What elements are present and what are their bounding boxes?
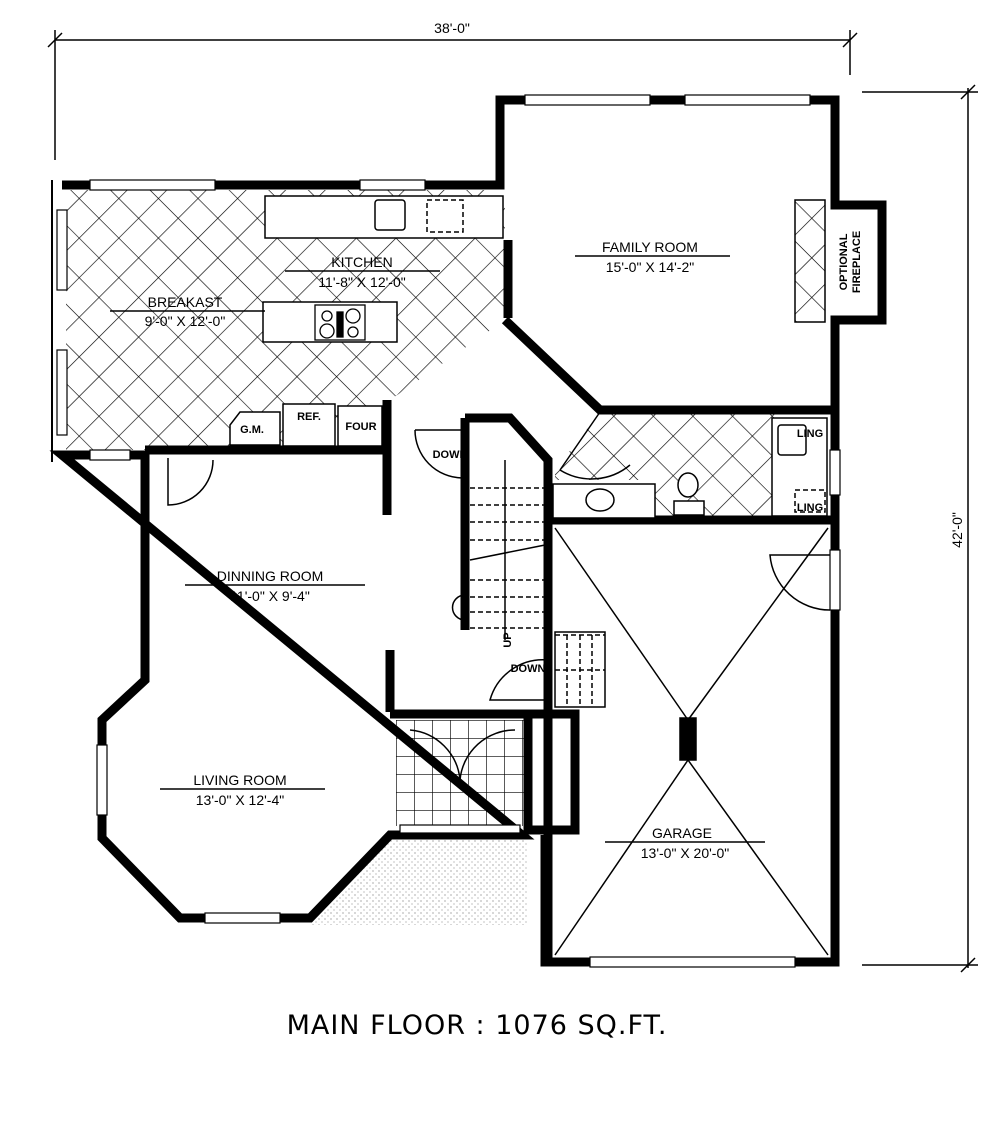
- ling-label-2: LING: [797, 502, 823, 514]
- dining-size: 11'-0" X 9'-4": [230, 588, 310, 604]
- garage-label: GARAGE 13'-0" X 20'-0": [605, 825, 765, 861]
- fireplace-label: OPTIONAL FIREPLACE: [838, 231, 863, 293]
- toilet-icon: [677, 472, 699, 498]
- dining-name: DINNING ROOM: [217, 568, 324, 584]
- interior-walls: [145, 240, 832, 962]
- opening: [509, 319, 599, 409]
- family-name: FAMILY ROOM: [602, 239, 698, 255]
- up-label: UP: [502, 632, 514, 647]
- cooktop-icon: [314, 304, 366, 341]
- kitchen-island: [262, 301, 398, 343]
- garage-name: GARAGE: [652, 825, 712, 841]
- dishwasher-icon: [426, 199, 464, 233]
- width-label: 38'-0": [434, 20, 470, 36]
- ref-label: REF.: [297, 411, 321, 423]
- kitchen-size: 11'-8" X 12'-0": [318, 274, 405, 290]
- room-labels: BREAKAST 9'-0" X 12'-0" KITCHEN 11'-8" X…: [110, 239, 765, 861]
- depth-dimension: 42'-0": [862, 84, 978, 973]
- family-size: 15'-0" X 14'-2": [606, 259, 694, 275]
- ling-label-1: LING: [797, 428, 823, 440]
- kitchen-label: KITCHEN 11'-8" X 12'-0": [285, 254, 440, 290]
- entry-tile-floor: [396, 720, 524, 826]
- bath-tile-floor: [555, 412, 775, 518]
- sink-icon: [374, 199, 406, 231]
- doors: [167, 411, 831, 781]
- down-label-garage: DOWN: [511, 663, 546, 675]
- garage-size: 13'-0" X 20'-0": [641, 845, 729, 861]
- dining-room-label: DINNING ROOM 11'-0" X 9'-4": [185, 568, 365, 604]
- family-room-label: FAMILY ROOM 15'-0" X 14'-2": [575, 239, 730, 275]
- appliances: G.M. REF. FOUR: [229, 403, 383, 447]
- fireplace-label-line2: FIREPLACE: [851, 231, 863, 293]
- fireplace-label-line1: OPTIONAL: [838, 233, 850, 290]
- down-label-stair: DOWN: [433, 449, 468, 461]
- windows: [56, 94, 841, 968]
- floor-caption: MAIN FLOOR : 1076 SQ.FT.: [287, 1010, 668, 1041]
- kitchen-name: KITCHEN: [331, 254, 392, 270]
- porch: [312, 835, 528, 925]
- gm-label: G.M.: [240, 424, 264, 436]
- depth-label: 42'-0": [949, 512, 965, 548]
- staircase: UP: [451, 460, 606, 708]
- living-room-label: LIVING ROOM 13'-0" X 12'-4": [160, 772, 325, 808]
- bathroom-fixtures: LING LING: [552, 417, 828, 519]
- living-name: LIVING ROOM: [193, 772, 286, 788]
- living-size: 13'-0" X 12'-4": [196, 792, 284, 808]
- breakfast-name: BREAKAST: [148, 294, 223, 310]
- width-dimension: 38'-0": [47, 20, 858, 160]
- garage-roof-lines: [554, 527, 829, 956]
- four-label: FOUR: [345, 421, 376, 433]
- breakfast-label: BREAKAST 9'-0" X 12'-0": [110, 294, 265, 329]
- breakfast-size: 9'-0" X 12'-0": [145, 313, 226, 329]
- fireplace-hearth: [794, 199, 826, 323]
